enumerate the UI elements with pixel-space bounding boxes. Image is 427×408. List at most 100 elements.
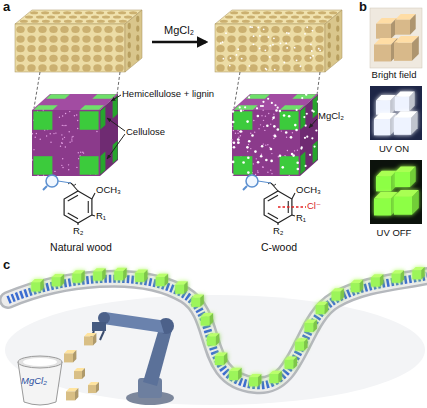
salt-particle [306,26,308,28]
wood-lumen [128,52,131,58]
wood-lumen [282,55,290,62]
wood-lumen [297,20,305,23]
wood-lumen [275,20,283,23]
leader-line [107,118,125,131]
wood-lumen [38,26,46,33]
wood-lumen [302,16,310,19]
glowing-cube [40,279,43,292]
matrix-dot [71,136,72,137]
glowing-cube [175,285,184,294]
salt-particle [240,130,243,133]
wood-lumen [31,20,39,23]
wood-lumen [80,16,88,19]
glowing-cube [412,267,424,279]
wood-lumen [113,16,121,19]
wood-lumen [16,64,24,71]
glowing-cube [316,302,328,314]
wood-lumen [336,54,339,60]
panel: bBright fieldUV ONUV OFF [356,0,427,256]
wood-lumen [328,23,331,29]
salt-particle [232,110,235,113]
matrix-dot [65,113,66,114]
wood-lumen [16,55,24,62]
sample-cube [376,100,390,114]
robot-arm [92,322,106,331]
wood-block-top [15,10,142,24]
salt-particle [248,96,250,98]
matrix-dot [260,124,261,125]
wood-lumen [318,11,326,14]
wood-lumen [108,20,116,23]
wood-lumen [247,16,255,19]
wood-lumen [296,11,304,14]
salt-particle [317,101,319,103]
wood-lumen [47,16,55,19]
salt-particle [305,165,307,167]
robot-arm [90,312,174,405]
wood-lumen [49,45,57,52]
salt-particle [253,35,255,37]
wood-lumen [97,20,105,23]
glowing-cube [215,353,227,365]
wood-block-front [15,24,125,72]
wood-lumen [38,64,46,71]
salt-particle [259,48,261,50]
matrix-dot [289,175,290,176]
salt-particle [242,161,245,164]
glowing-cube [52,274,65,287]
matrix-dot [273,138,274,139]
salt-particle [244,106,246,108]
glowing-cube [207,337,216,346]
matrix-dot [82,152,83,153]
magnifier [246,175,258,187]
salt-particle [220,42,222,44]
matrix-dot [271,153,272,154]
wood-lumen [104,45,112,52]
cellulose-bundle [233,156,252,175]
salt-particle [257,27,259,29]
wood-lumen [216,36,224,43]
salt-particle [286,32,288,34]
wood-lumen [93,55,101,62]
zoom-line [317,72,320,95]
sample-cube [409,91,414,111]
wood-cube [84,336,93,345]
chemical-bond [77,223,78,225]
glowing-cube [31,282,40,291]
glowing-cube [295,338,307,350]
wood-lumen [286,20,294,23]
wood-lumen [271,36,279,43]
wood-lumen [128,42,131,48]
salt-particle [270,148,273,151]
salt-particle [257,115,260,118]
wood-lumen [227,55,235,62]
matrix-dot [262,166,263,167]
salt-particle [279,154,282,157]
matrix-dot [235,133,236,134]
cellulose-bundle [80,111,99,130]
wood-lumen [225,16,233,19]
wood-lumen [231,20,239,23]
wood-lumen [285,11,293,14]
wood-lumen [30,11,38,14]
photo-tile: Bright field [362,4,426,82]
matrix-dot [78,158,79,159]
wood-lumen [216,26,224,33]
panel-letter: c [3,259,10,271]
wood-lumen [71,64,79,71]
salt-particle [294,47,296,49]
salt-particle [266,69,268,71]
wood-lumen [313,16,321,19]
wood-lumen [85,11,93,14]
salt-particle [296,109,298,111]
matrix-dot [62,158,63,159]
glowing-cube [156,277,165,286]
chemical-bond [277,223,278,225]
wood-lumen [42,20,50,23]
salt-particle [297,168,300,171]
matrix-dot [62,167,63,168]
salt-particle [312,30,314,32]
wood-lumen [124,16,132,19]
matrix-dot [65,125,66,126]
